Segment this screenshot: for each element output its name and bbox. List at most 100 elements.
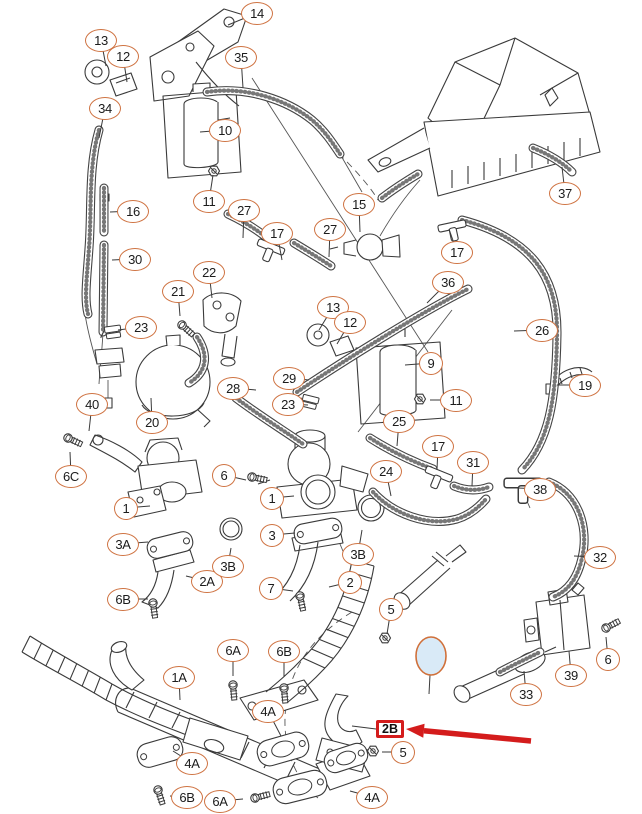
callout-28: 28: [217, 376, 249, 400]
callout-label: 19: [578, 377, 592, 393]
callout-12: 12: [107, 44, 139, 68]
callout-3: 3: [260, 523, 284, 547]
callout-6A: 6A: [204, 789, 236, 813]
callout-label: 6: [604, 651, 612, 667]
callout-label: 10: [218, 122, 232, 138]
callout-13: 13: [85, 28, 117, 52]
callout-22: 22: [193, 260, 225, 284]
callout-label: 2: [346, 574, 354, 590]
callout-6B: 6B: [171, 785, 203, 809]
callout-26: 26: [526, 318, 558, 342]
callout-label: 3B: [350, 546, 366, 562]
callout-33: 33: [510, 682, 542, 706]
callout-label: 5: [387, 601, 395, 617]
callout-12: 12: [334, 310, 366, 334]
callout-5: 5: [391, 740, 415, 764]
callout-label: 17: [431, 438, 445, 454]
annotation-marks: [351, 636, 532, 744]
red-marker-label: 2B: [382, 722, 398, 736]
callout-3A: 3A: [107, 532, 139, 556]
callout-label: 11: [202, 193, 216, 209]
callout-6B: 6B: [268, 639, 300, 663]
callout-label: 36: [441, 274, 455, 290]
callout-label: 1: [268, 490, 276, 506]
callout-32: 32: [584, 545, 616, 569]
callout-27: 27: [228, 198, 260, 222]
callout-label: 22: [202, 264, 216, 280]
callout-label: 21: [171, 283, 185, 299]
callout-10: 10: [209, 118, 241, 142]
callout-39: 39: [555, 663, 587, 687]
callout-30: 30: [119, 247, 151, 271]
callout-label: 24: [379, 463, 393, 479]
callout-9: 9: [419, 351, 443, 375]
callout-38: 38: [524, 477, 556, 501]
callout-11: 11: [193, 189, 225, 213]
callout-label: 9: [427, 355, 435, 371]
callout-label: 7: [267, 580, 275, 596]
callout-label: 6B: [115, 591, 131, 607]
callout-label: 26: [535, 322, 549, 338]
callout-label: 13: [94, 32, 108, 48]
callout-label: 31: [466, 454, 480, 470]
callout-label: 6: [220, 467, 228, 483]
callout-label: 11: [449, 392, 463, 408]
callout-40: 40: [76, 392, 108, 416]
callout-1: 1: [114, 496, 138, 520]
callout-34: 34: [89, 96, 121, 120]
callout-label: 5: [399, 744, 407, 760]
callout-6B: 6B: [107, 587, 139, 611]
callout-label: 17: [450, 244, 464, 260]
callout-23: 23: [272, 392, 304, 416]
callout-label: 30: [128, 251, 142, 267]
callout-35: 35: [225, 45, 257, 69]
callout-5: 5: [379, 597, 403, 621]
callout-label: 4A: [260, 703, 276, 719]
highlight-ellipse: [415, 636, 447, 676]
callout-6: 6: [212, 463, 236, 487]
callout-label: 23: [281, 396, 295, 412]
callout-label: 33: [519, 686, 533, 702]
callout-label: 38: [533, 481, 547, 497]
callout-2: 2: [338, 570, 362, 594]
callout-label: 6A: [225, 642, 241, 658]
callout-31: 31: [457, 450, 489, 474]
red-arrow-shaft: [423, 727, 532, 744]
callout-6C: 6C: [55, 464, 87, 488]
callout-1A: 1A: [163, 665, 195, 689]
callout-label: 39: [564, 667, 578, 683]
callout-label: 20: [145, 414, 159, 430]
callout-label: 3A: [115, 536, 131, 552]
callout-20: 20: [136, 410, 168, 434]
callout-4A: 4A: [252, 699, 284, 723]
callout-15: 15: [343, 192, 375, 216]
exploded-parts-lineart: [21, 8, 601, 799]
callout-6: 6: [596, 647, 620, 671]
callout-label: 25: [392, 413, 406, 429]
callout-17: 17: [261, 221, 293, 245]
callout-24: 24: [370, 459, 402, 483]
callout-19: 19: [569, 373, 601, 397]
callout-label: 2A: [199, 573, 215, 589]
callout-16: 16: [117, 199, 149, 223]
callout-label: 27: [323, 221, 337, 237]
callout-label: 4A: [364, 789, 380, 805]
callout-11: 11: [440, 388, 472, 412]
callout-label: 1: [122, 500, 130, 516]
callout-label: 6B: [276, 643, 292, 659]
callout-label: 27: [237, 202, 251, 218]
callout-4A: 4A: [356, 785, 388, 809]
callout-label: 29: [282, 370, 296, 386]
red-arrow-head: [406, 723, 425, 738]
vacuum-hoses: [81, 86, 589, 677]
callout-14: 14: [241, 1, 273, 25]
callout-label: 35: [234, 49, 248, 65]
callout-label: 13: [326, 299, 340, 315]
callout-17: 17: [422, 434, 454, 458]
callout-label: 28: [226, 380, 240, 396]
callout-23: 23: [125, 315, 157, 339]
callout-25: 25: [383, 409, 415, 433]
callout-label: 14: [250, 5, 264, 21]
